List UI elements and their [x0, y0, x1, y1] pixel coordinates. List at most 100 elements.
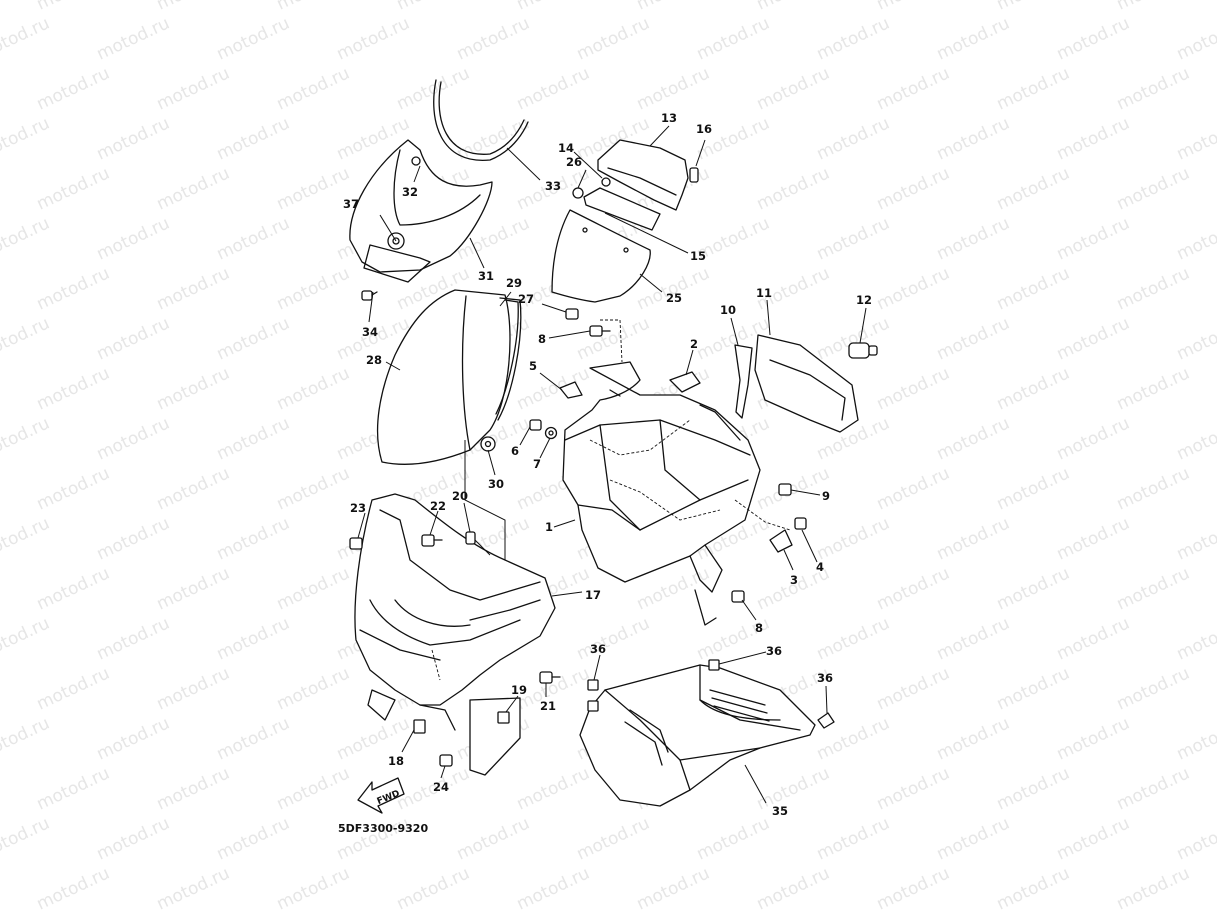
watermark-text: motod.ru: [394, 863, 473, 913]
watermark-text: motod.ru: [1054, 213, 1133, 264]
watermark-text: motod.ru: [1114, 63, 1193, 114]
watermark-text: motod.ru: [874, 63, 953, 114]
watermark-text: motod.ru: [1054, 13, 1133, 64]
watermark-text: motod.ru: [694, 13, 773, 64]
leader-lines: [357, 125, 867, 804]
callout-7: 7: [533, 457, 541, 471]
watermark-text: motod.ru: [154, 863, 233, 913]
watermark-text: motod.ru: [154, 63, 233, 114]
diagram-code: 5DF3300-9320: [338, 822, 428, 835]
watermark-text: motod.ru: [1174, 213, 1217, 264]
callout-8-lower: 8: [755, 621, 763, 635]
watermark-text: motod.ru: [34, 263, 113, 314]
watermark-text: motod.ru: [814, 813, 893, 864]
watermark-text: motod.ru: [1114, 663, 1193, 714]
part-31-cowl: [349, 139, 493, 283]
watermark-text: motod.ru: [934, 513, 1013, 564]
watermark-text: motod.ru: [514, 863, 593, 913]
watermark-text: motod.ru: [0, 813, 53, 864]
watermark-text: motod.ru: [1114, 0, 1193, 15]
watermark-text: motod.ru: [1054, 313, 1133, 364]
watermark-text: motod.ru: [1174, 13, 1217, 64]
watermark-text: motod.ru: [0, 513, 53, 564]
watermark-text: motod.ru: [1114, 363, 1193, 414]
callout-33: 33: [545, 179, 561, 193]
watermark-text: motod.ru: [634, 0, 713, 15]
callout-36-mid: 36: [766, 644, 782, 658]
watermark-text: motod.ru: [0, 613, 53, 664]
watermark-text: motod.ru: [994, 863, 1073, 913]
watermark-text: motod.ru: [94, 13, 173, 64]
watermark-text: motod.ru: [934, 313, 1013, 364]
callout-34: 34: [362, 325, 378, 339]
watermark-text: motod.ru: [934, 113, 1013, 164]
watermark-text: motod.ru: [214, 213, 293, 264]
watermark-text: motod.ru: [754, 763, 833, 814]
watermark-text: motod.ru: [274, 663, 353, 714]
watermark-text: motod.ru: [274, 63, 353, 114]
watermark-text: motod.ru: [274, 163, 353, 214]
watermark-text: motod.ru: [274, 0, 353, 15]
callout-19: 19: [511, 683, 527, 697]
callout-25: 25: [666, 291, 682, 305]
callout-14: 14: [558, 141, 574, 155]
watermark-text: motod.ru: [34, 0, 113, 15]
part-5-2-brackets: [559, 371, 701, 399]
watermark-text: motod.ru: [634, 63, 713, 114]
watermark-text: motod.ru: [634, 263, 713, 314]
callout-18: 18: [388, 754, 404, 768]
part-33-trim: [433, 79, 529, 161]
watermark-text: motod.ru: [34, 363, 113, 414]
watermark-text: motod.ru: [154, 763, 233, 814]
watermark-text: motod.ru: [994, 563, 1073, 614]
watermark-text: motod.ru: [1174, 113, 1217, 164]
watermark-text: motod.ru: [94, 813, 173, 864]
watermark-text: motod.ru: [34, 463, 113, 514]
watermark-text: motod.ru: [1054, 413, 1133, 464]
assembly-lines: [431, 319, 791, 681]
watermark-text: motod.ru: [274, 563, 353, 614]
watermark-text: motod.ru: [154, 463, 233, 514]
watermark-text: motod.ru: [994, 263, 1073, 314]
callout-6: 6: [511, 444, 519, 458]
watermark-text: motod.ru: [154, 363, 233, 414]
watermark-text: motod.ru: [94, 613, 173, 664]
watermark-text: motod.ru: [214, 113, 293, 164]
part-30-clip: [480, 436, 496, 452]
watermark-text: motod.ru: [694, 813, 773, 864]
watermark-text: motod.ru: [1114, 563, 1193, 614]
watermark-text: motod.ru: [514, 63, 593, 114]
watermark-text: motod.ru: [0, 313, 53, 364]
watermark-text: motod.ru: [1054, 513, 1133, 564]
watermark-text: motod.ru: [34, 163, 113, 214]
watermark-text: motod.ru: [1114, 263, 1193, 314]
watermark-text: motod.ru: [874, 263, 953, 314]
watermark-text: motod.ru: [154, 563, 233, 614]
part-9-3-4-8-fasteners: [731, 483, 807, 603]
part-17-front-cowl: [354, 493, 556, 731]
callout-35: 35: [772, 804, 788, 818]
watermark-text: motod.ru: [1054, 613, 1133, 664]
part-36-clips: [587, 659, 835, 729]
watermark-text: motod.ru: [634, 863, 713, 913]
watermark-text: motod.ru: [454, 113, 533, 164]
watermark-text: motod.ru: [1114, 863, 1193, 913]
watermark-text: motod.ru: [874, 563, 953, 614]
callout-21: 21: [540, 699, 556, 713]
watermark-text: motod.ru: [94, 313, 173, 364]
watermark-text: motod.ru: [574, 613, 653, 664]
watermark-text: motod.ru: [34, 763, 113, 814]
watermark-text: motod.ru: [214, 713, 293, 764]
watermark-text: motod.ru: [934, 13, 1013, 64]
watermark-text: motod.ru: [0, 213, 53, 264]
watermark-text: motod.ru: [1174, 813, 1217, 864]
watermark-text: motod.ru: [994, 363, 1073, 414]
watermark-text: motod.ru: [934, 213, 1013, 264]
watermark-text: motod.ru: [94, 413, 173, 464]
watermark-text: motod.ru: [94, 713, 173, 764]
watermark-text: motod.ru: [1054, 713, 1133, 764]
callout-30: 30: [488, 477, 504, 491]
watermark-text: motod.ru: [514, 0, 593, 15]
part-28-windscreen: [376, 289, 522, 465]
watermark-text: motod.ru: [454, 813, 533, 864]
